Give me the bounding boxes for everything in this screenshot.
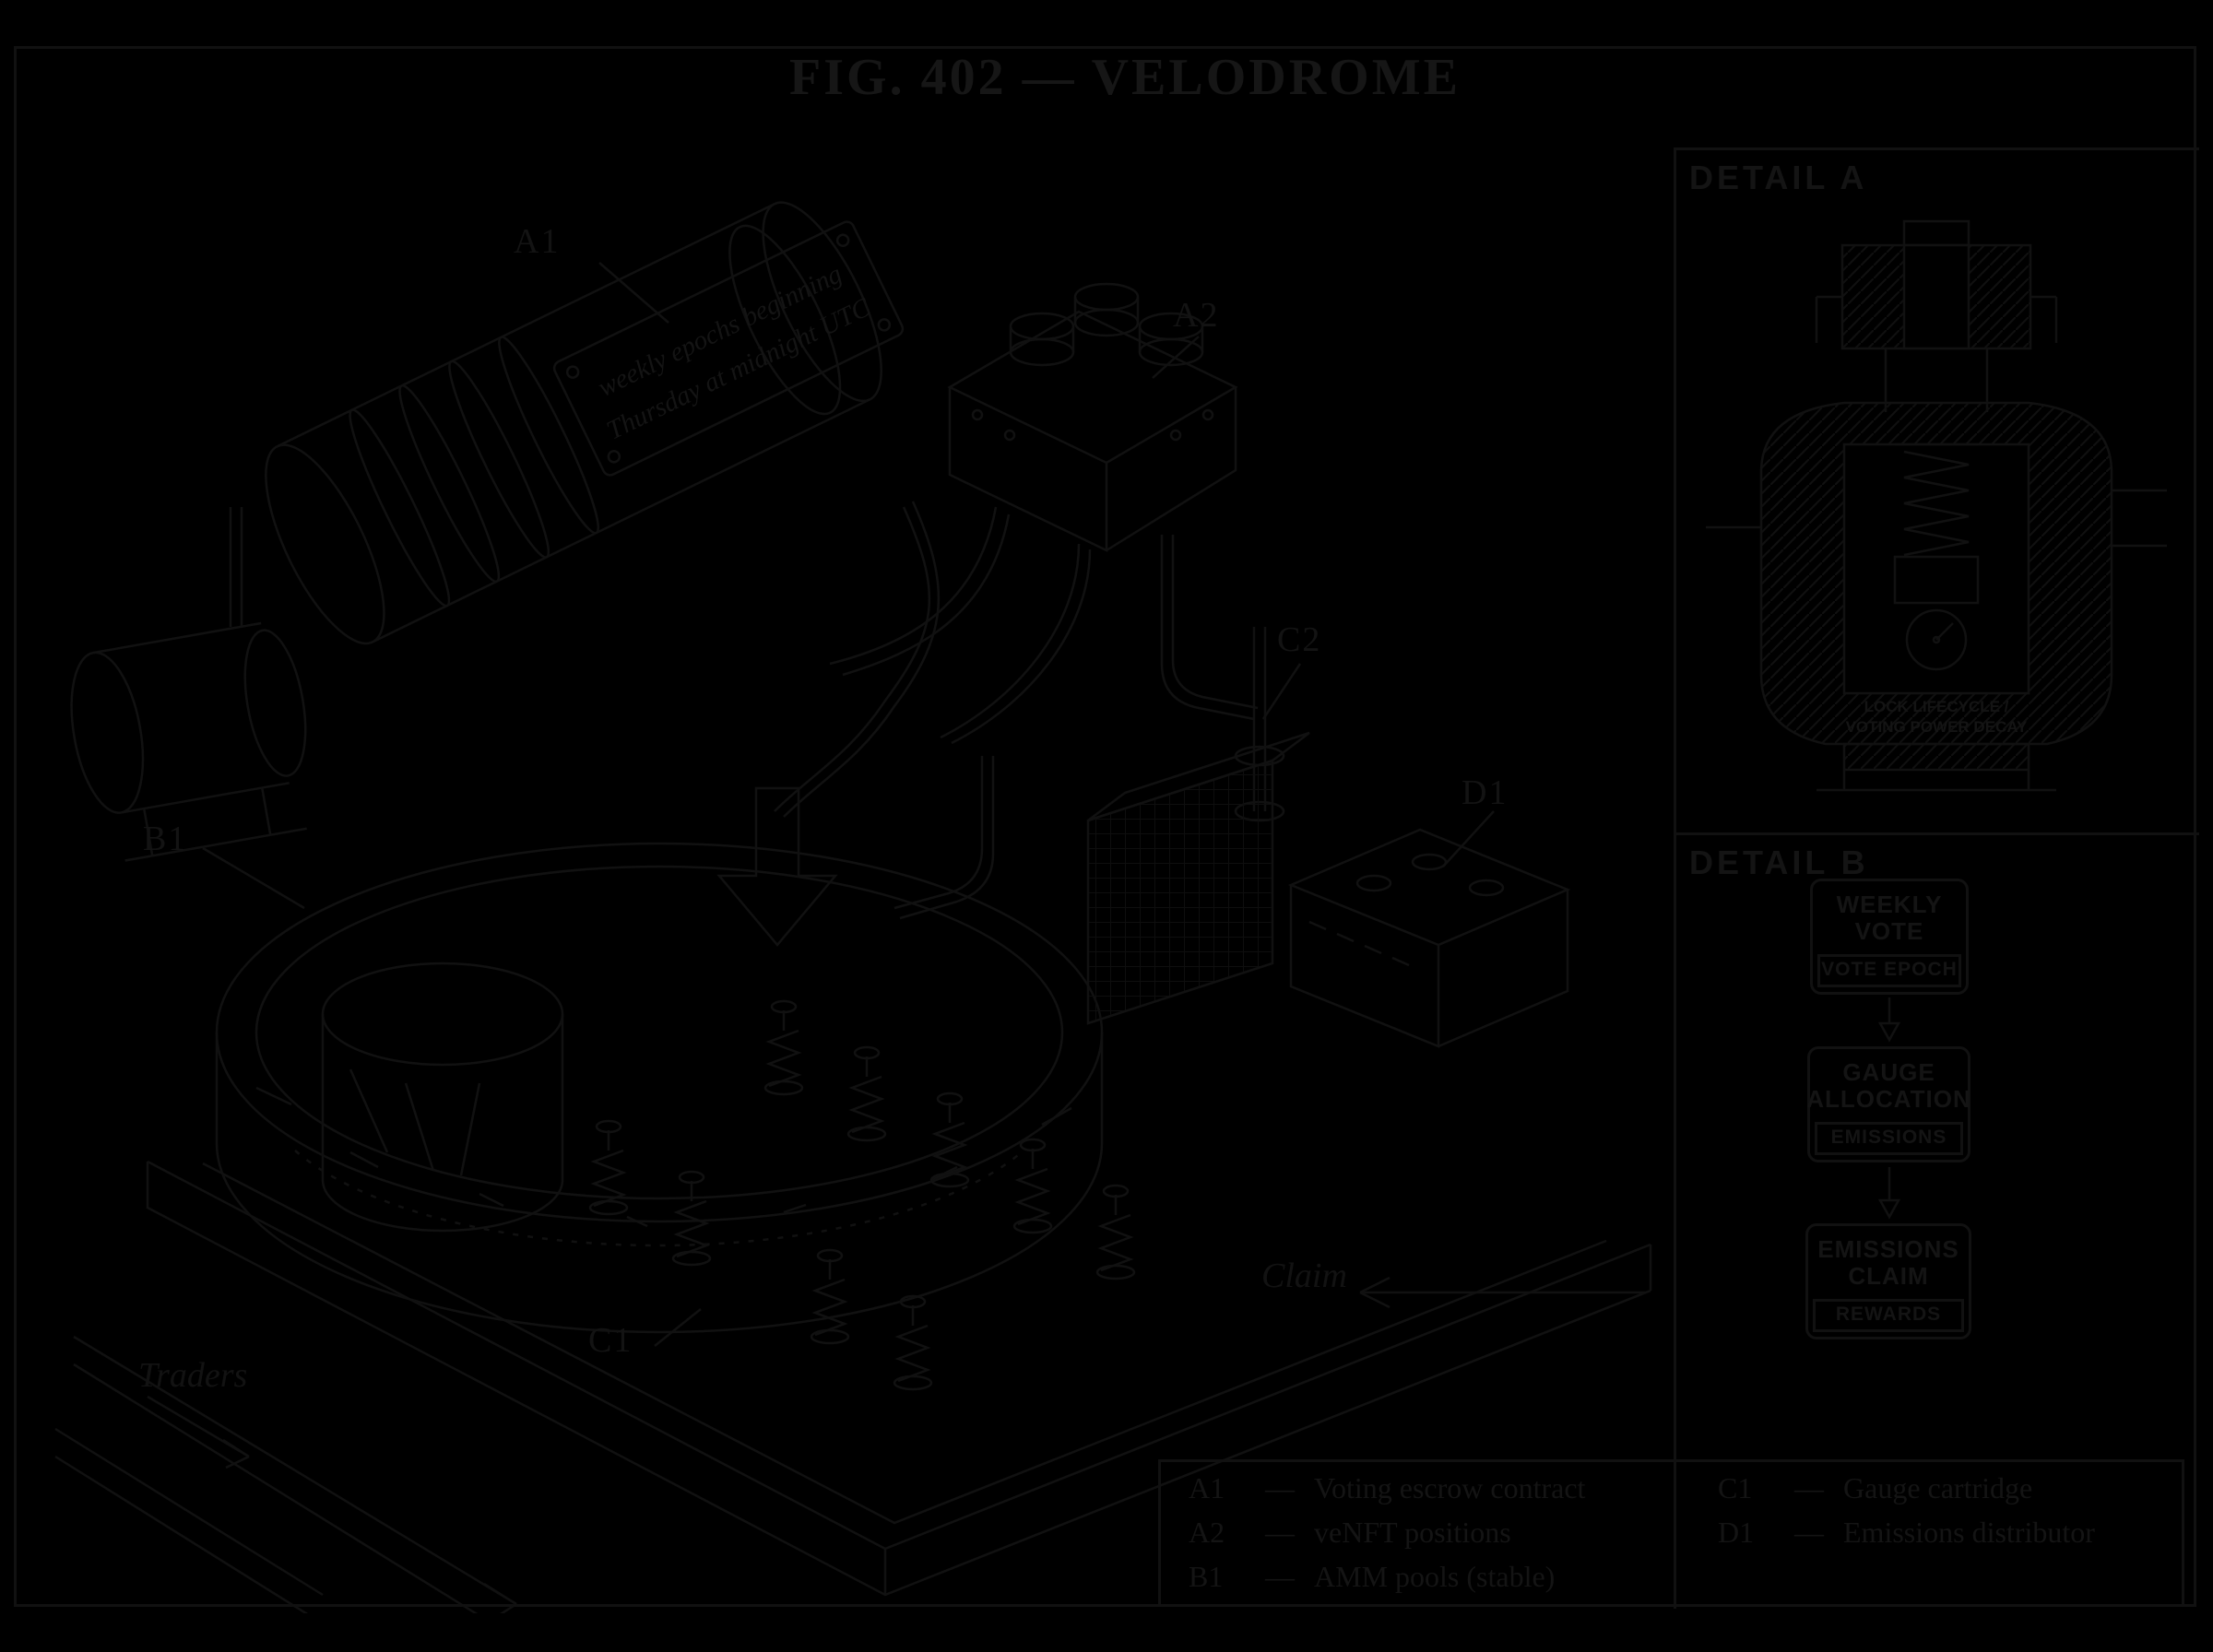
callout-leaders xyxy=(203,263,1494,1346)
figure-title: FIG. 402 — VELODROME xyxy=(789,49,1461,106)
callout-b1: B1 xyxy=(143,820,188,858)
legend-row-b1: B1 — AMM pools (stable) xyxy=(1189,1560,1556,1593)
legend-right-column: C1 — Gauge cartridge D1 — Emissions dist… xyxy=(1718,1471,2095,1560)
legend-left-column: A1 — Voting escrow contract A2 — veNFT p… xyxy=(1189,1471,1585,1604)
platform-outline xyxy=(148,1162,1651,1595)
legend-row-a2: A2 — veNFT positions xyxy=(1189,1516,1511,1549)
flow-node-sub: REWARDS xyxy=(1813,1299,1964,1332)
panel-divider xyxy=(1674,148,1676,1609)
legend-row-a1: A1 — Voting escrow contract xyxy=(1189,1471,1586,1504)
callout-a1: A1 xyxy=(514,222,561,261)
epoch-plaque: weekly epochs beginning Thursday at midn… xyxy=(551,219,905,478)
detail-a-caption-line2: VOTING POWER DECAY xyxy=(1846,718,2028,736)
amm-vat-outline xyxy=(217,844,1102,1332)
piping xyxy=(231,502,1284,918)
claim-leader xyxy=(1360,1278,1646,1307)
legend-row-d1: D1 — Emissions distributor xyxy=(1718,1516,2095,1549)
escrow-cylinder-outline xyxy=(243,187,905,659)
detail-b-label: DETAIL B xyxy=(1689,844,1869,881)
flow-node-sub: EMISSIONS xyxy=(1815,1122,1963,1155)
panel-mid-line xyxy=(1674,832,2199,835)
main-drawing: weekly epochs beginning Thursday at midn… xyxy=(18,111,1678,1613)
callout-a2: A2 xyxy=(1173,296,1220,335)
claim-label: Claim xyxy=(1261,1257,1347,1295)
legend-row-c1: C1 — Gauge cartridge xyxy=(1718,1471,2033,1504)
detail-a-label: DETAIL A xyxy=(1689,159,1868,196)
inflow-arrow-icon xyxy=(719,788,835,945)
arrow-down-icon xyxy=(1878,997,1900,1044)
sheet-border xyxy=(14,46,2196,1607)
arrow-down-icon xyxy=(1878,1167,1900,1221)
detail-a-caption-line1: LOCK LIFECYCLE / xyxy=(1864,698,2009,715)
flow-node-sub: VOTE EPOCH xyxy=(1817,954,1961,987)
venft-block-outline xyxy=(950,284,1236,550)
pump-unit-outline xyxy=(61,619,325,866)
callout-c1: C1 xyxy=(588,1321,633,1360)
rails xyxy=(55,1337,516,1613)
distributor-outline xyxy=(1088,733,1568,1046)
legend-box: A1 — Voting escrow contract A2 — veNFT p… xyxy=(1158,1459,2184,1607)
drum-outline xyxy=(323,963,562,1231)
detail-a-drawing: LOCK LIFECYCLE / VOTING POWER DECAY xyxy=(1706,214,2167,804)
traders-label: Traders xyxy=(138,1356,248,1395)
callout-d1: D1 xyxy=(1462,773,1509,812)
callout-c2: C2 xyxy=(1277,620,1322,659)
panel-top-line xyxy=(1674,148,2199,150)
